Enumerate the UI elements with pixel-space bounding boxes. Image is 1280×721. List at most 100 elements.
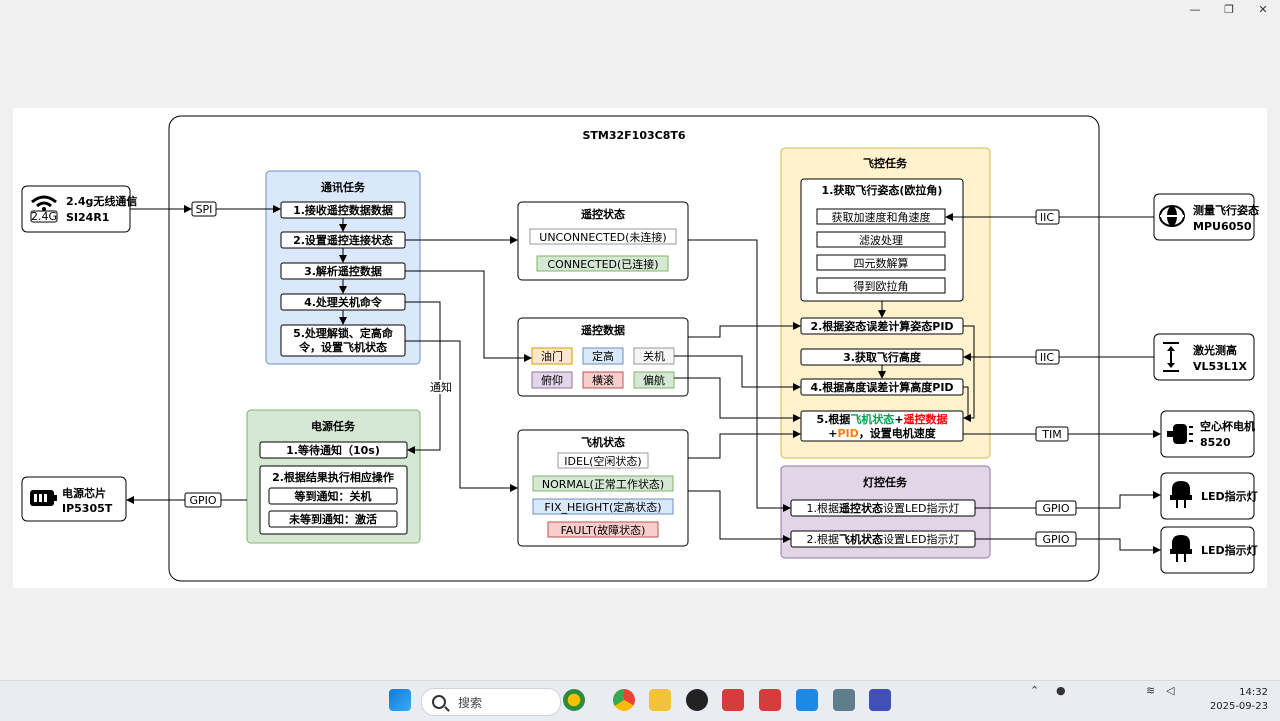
led-1-icon [1170,481,1192,508]
remote-data-yaw-label: 偏航 [643,373,665,387]
attitude-step-3-label: 四元数解算 [854,256,909,270]
remote-data-throttle-label: 油门 [541,349,563,363]
power-option-a-label: 等到通知：关机 [294,489,372,503]
laser-device [1153,333,1255,381]
wireless-model: SI24R1 [66,211,109,224]
fc-step-5-line2: +PID，设置电机速度 [828,426,937,440]
remote-data-throttle [531,347,573,365]
file-explorer-icon[interactable] [649,689,671,711]
remote-data-roll-label: 横滚 [592,373,614,387]
wireless-name: 2.4g无线通信 [66,194,137,208]
wifi-icon [30,195,58,223]
flight-state-fault [547,521,659,538]
power-step-2-label: 2.根据结果执行相应操作 [272,470,394,484]
bus-tim-label: TIM [1041,428,1061,441]
architecture-diagram: .t { font-family:"DejaVu Sans","Liberati… [21,115,1259,582]
flight-state-normal [532,475,674,492]
lc-step-2-label: 2.根据飞机状态设置LED指示灯 [806,532,959,546]
attitude-step-4-label: 得到欧拉角 [854,279,909,293]
app-building-icon[interactable] [869,689,891,711]
remote-data-pitch [531,371,573,389]
comm-step-5-line2: 令，设置飞机状态 [298,340,387,354]
fc-step-4-label: 4.根据高度误差计算高度PID [810,380,953,394]
attitude-step-1-label: 获取加速度和角速度 [832,210,931,224]
widget-icon[interactable] [563,689,585,711]
gyroscope-icon [1159,205,1185,227]
motor-icon [1167,424,1193,444]
imu-model: MPU6050 [1193,220,1252,233]
comm-step-4-label: 4.处理关机命令 [304,295,383,309]
windows-start-icon[interactable] [389,689,411,711]
app-red-icon-2[interactable] [759,689,781,711]
fc-step-5-line1: 5.根据飞机状态+遥控数据 [816,412,947,426]
led-2-icon [1170,535,1192,562]
volume-icon[interactable]: ◁ [1166,684,1175,697]
power-task-title: 电源任务 [311,419,356,433]
lc-step-1-label: 1.根据遥控状态设置LED指示灯 [806,501,959,515]
power-option-b-label: 未等到通知：激活 [288,512,377,526]
wireless-device [21,185,131,233]
bus-iic-laser-label: IIC [1040,351,1054,364]
tray-chevron-icon[interactable]: ⌃ [1030,684,1040,697]
maximize-button[interactable]: ❐ [1224,2,1234,16]
taskbar [0,680,1280,721]
power-step-1-label: 1.等待通知（10s) [286,443,380,457]
flight-state-normal-label: NORMAL(正常工作状态) [542,477,664,491]
flight-ctrl-title: 飞控任务 [863,156,908,170]
camera-icon[interactable] [833,689,855,711]
taskbar-search[interactable]: 搜索 [421,688,561,716]
window-controls: — ❐ ✕ [1178,0,1280,18]
motor-name: 空心杯电机 [1200,419,1255,433]
laser-name: 激光测高 [1193,343,1237,357]
led-2-name: LED指示灯 [1201,543,1258,557]
attitude-step-3 [816,254,946,271]
fc-step-5 [800,410,964,442]
battery-icon [30,490,57,506]
remote-data-althold-label: 定高 [592,349,614,363]
remote-state-connected [536,255,669,272]
taskbar-clock[interactable]: 14:32 2025-09-23 [1208,686,1268,714]
wireless-badge: 2.4G [31,210,57,223]
power-chip-model: IP5305T [62,502,113,515]
fc-step-3-label: 3.获取飞行高度 [843,350,922,364]
led-1-name: LED指示灯 [1201,489,1258,503]
motor-model: 8520 [1200,436,1231,449]
wifi-tray-icon[interactable]: ≋ [1146,684,1156,697]
attitude-step-4 [816,277,946,294]
comm-step-1-label: 1.接收遥控数据数据 [293,203,393,217]
app-circle-icon[interactable] [686,689,708,711]
remote-data-shutdown-label: 关机 [643,349,665,363]
bus-gpio-led1-label: GPIO [1042,502,1069,515]
remote-data-althold [582,347,624,365]
remote-state-unconnected-label: UNCONNECTED(未连接) [539,231,666,244]
flight-state-fault-label: FAULT(故障状态) [561,523,646,537]
comm-task-title: 通讯任务 [321,180,366,194]
flight-state-fixheight-label: FIX_HEIGHT(定高状态) [544,500,661,514]
microphone-icon[interactable]: ● [1056,684,1066,697]
chrome-icon[interactable] [613,689,635,711]
motor-device [1160,410,1255,458]
remote-state-title: 遥控状态 [581,207,625,221]
minimize-button[interactable]: — [1189,2,1201,16]
vscode-icon[interactable] [796,689,818,711]
comm-step-5-line1: 5.处理解锁、定高命 [293,326,394,340]
comm-step-2-label: 2.设置遥控连接状态 [293,233,393,247]
remote-data-yaw [633,371,675,389]
bus-iic-imu-label: IIC [1040,211,1054,224]
mcu-title: STM32F103C8T6 [582,129,685,142]
remote-data-roll [582,371,624,389]
remote-state-connected-label: CONNECTED(已连接) [547,258,658,271]
search-placeholder: 搜索 [458,695,483,710]
attitude-title: 1.获取飞行姿态(欧拉角) [822,183,943,197]
close-button[interactable]: ✕ [1258,2,1268,16]
app-red-icon-1[interactable] [722,689,744,711]
power-option-b [268,510,398,528]
power-option-a [268,487,398,505]
flight-state-idle [557,452,649,469]
fc-step-2-label: 2.根据姿态误差计算姿态PID [810,319,953,333]
notify-label: 通知 [430,380,452,394]
remote-data-pitch-label: 俯仰 [541,373,563,387]
clock-date: 2025-09-23 [1209,701,1268,712]
bus-spi-label: SPI [196,203,213,216]
flight-state-fixheight [532,498,674,515]
